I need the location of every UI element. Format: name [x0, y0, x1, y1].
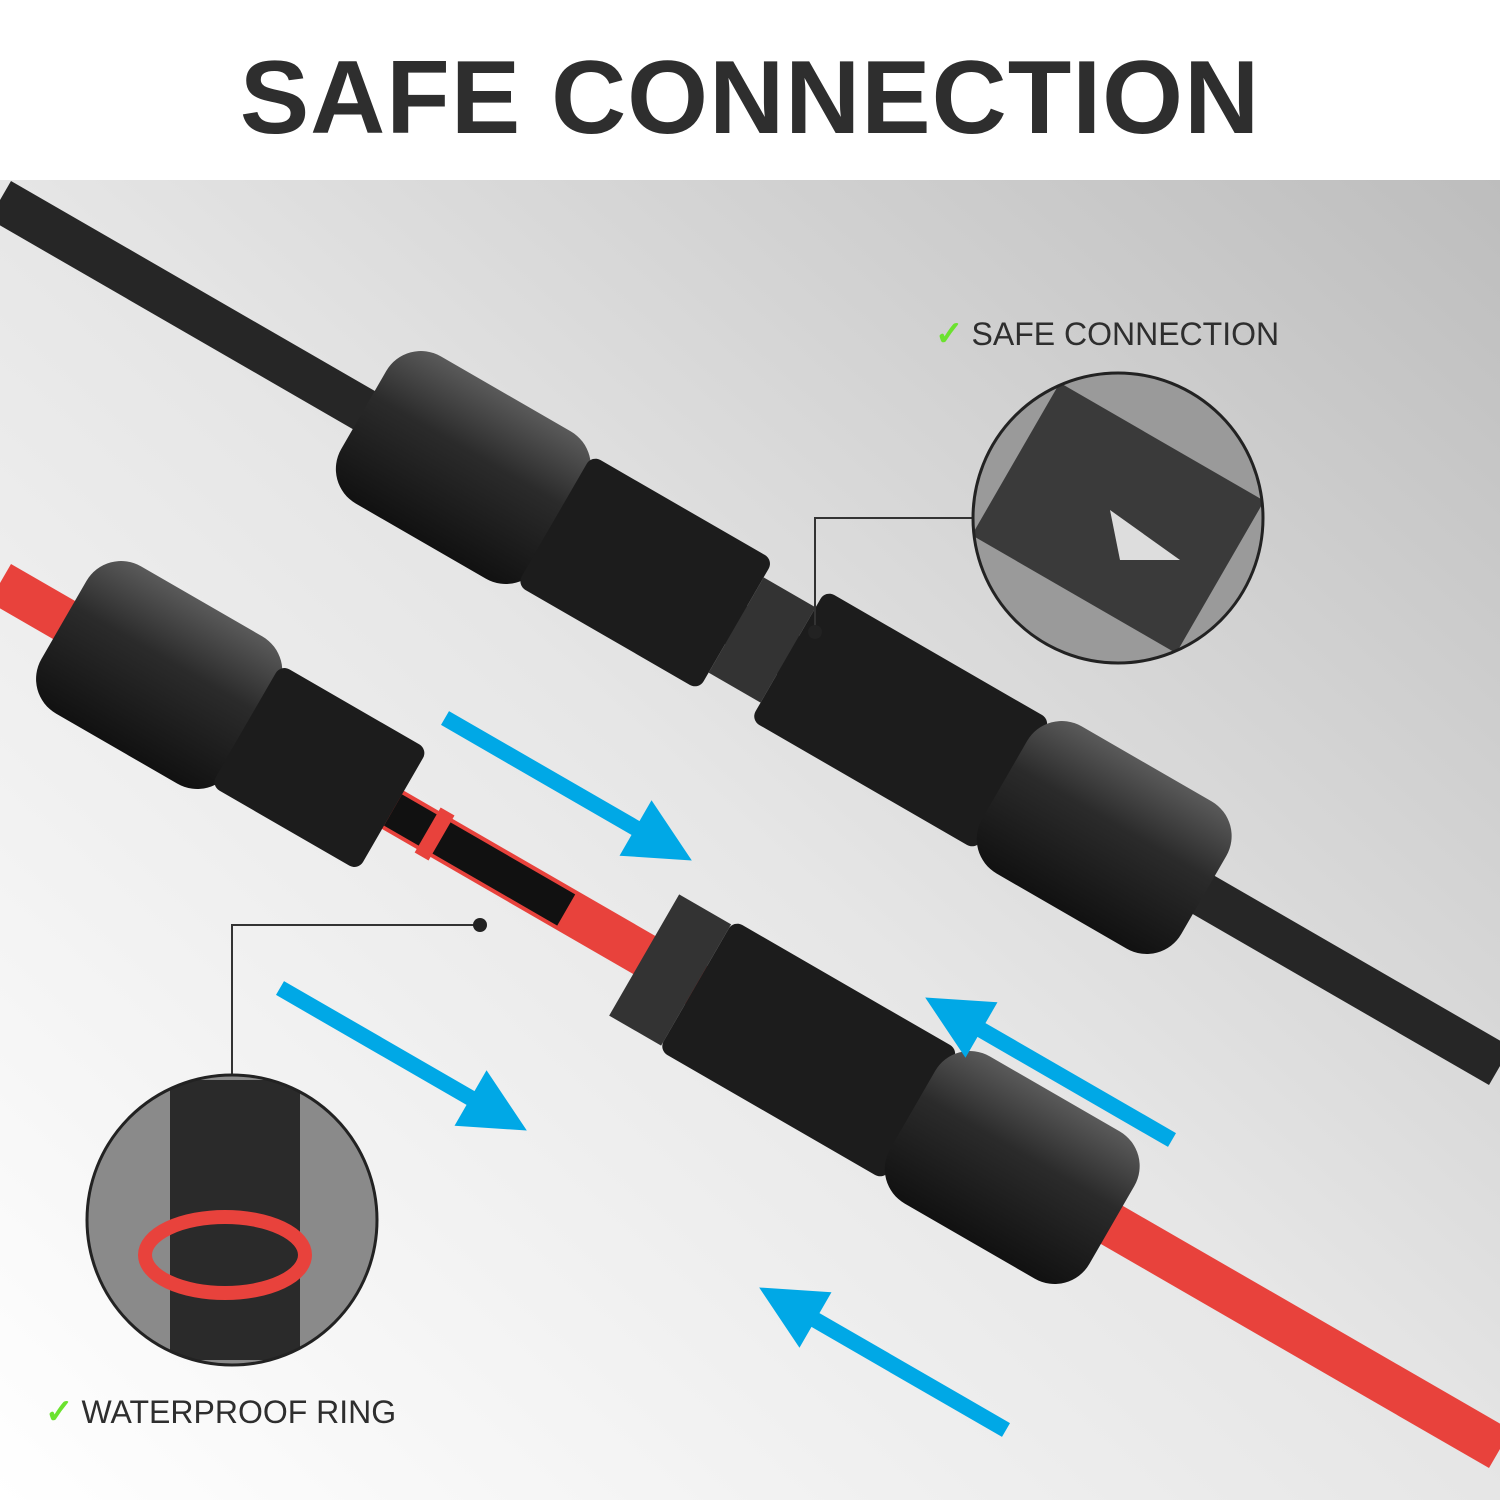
- arrow-left-icon: [925, 997, 1176, 1147]
- arrow-right-icon: [276, 981, 527, 1131]
- check-icon: ✓: [45, 1393, 74, 1431]
- coupling: [708, 577, 816, 703]
- red-cable-assembly: [36, 561, 1140, 1284]
- male-nut: [335, 351, 591, 584]
- male-nut: [36, 561, 283, 789]
- direction-arrows: [276, 711, 1176, 1437]
- callout-safe-connection: ✓ SAFE CONNECTION: [935, 314, 1279, 354]
- male-body: [214, 668, 425, 867]
- callout-dot: [808, 625, 822, 639]
- black-cable-assembly: [335, 351, 1232, 954]
- callout-dot: [473, 918, 487, 932]
- female-nut: [976, 721, 1232, 954]
- product-illustration: [0, 180, 1500, 1500]
- female-nut: [884, 1051, 1140, 1284]
- arrow-left-icon: [759, 1287, 1010, 1437]
- coupling: [609, 894, 732, 1046]
- female-body: [662, 923, 956, 1177]
- callout-waterproof-ring: ✓ WATERPROOF RING: [45, 1392, 396, 1432]
- callout-label: SAFE CONNECTION: [971, 316, 1280, 352]
- check-icon: ✓: [935, 315, 964, 353]
- callout-label: WATERPROOF RING: [81, 1394, 397, 1430]
- waterproof-ring-inset: [85, 1073, 379, 1367]
- callout-line: [231, 924, 480, 1075]
- callout-line: [814, 517, 972, 630]
- waterproof-ring: [414, 807, 455, 861]
- male-body: [520, 458, 770, 687]
- arrow-right-icon: [441, 711, 692, 861]
- female-body: [754, 593, 1048, 847]
- page-title: SAFE CONNECTION: [239, 40, 1261, 156]
- latch-detail-inset: [971, 371, 1265, 665]
